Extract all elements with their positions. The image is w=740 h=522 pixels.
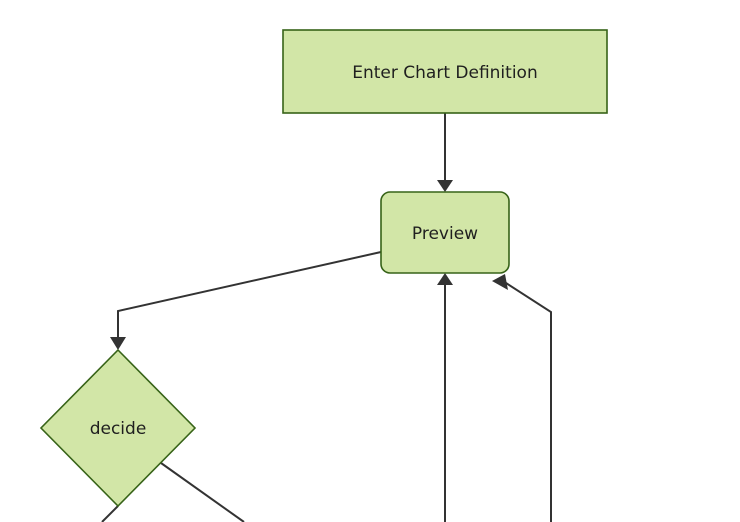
node-preview-shape[interactable] xyxy=(380,191,510,274)
arrow-head-icon xyxy=(492,274,508,290)
edge-decide-right-outgoing xyxy=(160,462,245,522)
edge-bottom-center-to-preview xyxy=(437,273,453,522)
node-preview[interactable]: Preview xyxy=(380,191,510,274)
edge-decide-bottom-outgoing-line xyxy=(101,505,119,522)
arrow-head-icon xyxy=(437,180,453,192)
node-layer: Enter Chart Definition Preview decide xyxy=(39,29,608,508)
node-enter-chart-definition[interactable]: Enter Chart Definition xyxy=(282,29,608,114)
edge-preview-to-decide-line xyxy=(117,251,382,338)
node-enter-chart-definition-shape[interactable] xyxy=(282,29,608,114)
edge-preview-to-decide xyxy=(110,251,382,350)
arrow-head-icon xyxy=(437,273,453,285)
edge-layer xyxy=(101,113,552,522)
node-decide-label: decide xyxy=(90,419,147,439)
edge-bottom-right-to-preview-line xyxy=(505,282,552,522)
edge-decide-right-outgoing-line xyxy=(160,462,245,522)
arrow-head-icon xyxy=(110,337,126,350)
edge-decide-bottom-outgoing xyxy=(101,505,119,522)
node-preview-label: Preview xyxy=(412,224,478,244)
node-decide-shape[interactable] xyxy=(39,348,197,508)
edge-bottom-right-to-preview xyxy=(492,274,552,522)
edge-enter-to-preview xyxy=(437,113,453,192)
node-enter-chart-definition-label: Enter Chart Definition xyxy=(352,63,537,83)
node-decide[interactable]: decide xyxy=(39,348,197,508)
